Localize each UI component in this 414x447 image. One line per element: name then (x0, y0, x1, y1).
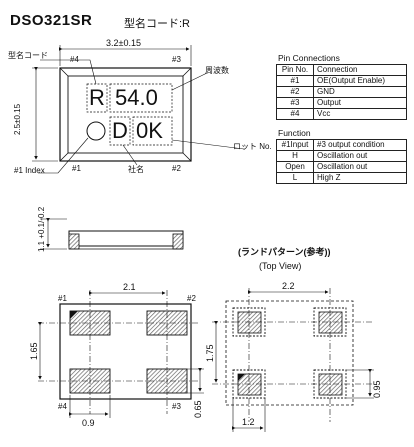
table-row: #3 Output (276, 97, 407, 109)
table-cell: Oscillation out (313, 161, 407, 173)
land-pitch-x: 2.2 (282, 281, 295, 291)
table-row: #2 GND (276, 86, 407, 98)
lot-label: ロット No. (233, 142, 272, 151)
table-cell: L (276, 172, 314, 184)
pin-table-caption: Pin Connections (278, 53, 340, 63)
bottom-pitch-x: 2.1 (123, 282, 136, 292)
bottom-view-dimensions (38, 290, 204, 418)
table-row: H Oscillation out (276, 150, 407, 162)
table-row: #1Input #3 output condition (276, 139, 407, 151)
table-cell: Open (276, 161, 314, 173)
table-cell: High Z (313, 172, 407, 184)
marking-frequency: 54.0 (115, 85, 158, 110)
table-cell: #1 (276, 75, 314, 87)
table-cell: #2 (276, 86, 314, 98)
pin-connection-table: Pin No. Connection #1 OE(Output Enable) … (276, 64, 407, 120)
lot-box (132, 116, 173, 146)
function-table-caption: Function (278, 128, 311, 138)
model-title: DSO321SR (10, 12, 93, 29)
table-row: #1 OE(Output Enable) (276, 75, 407, 87)
table-header: Connection (313, 64, 407, 76)
pin3-top-label: #3 (172, 55, 181, 64)
thickness-dimension: 1.1 +0.1/-0.2 (37, 206, 46, 252)
land-pattern-drawing (225, 300, 354, 406)
table-cell: #4 (276, 108, 314, 120)
land-pad-width: 1.2 (242, 417, 255, 427)
top-view-package (59, 67, 192, 162)
marking-model-code: R (89, 85, 105, 110)
bottom-pitch-y: 1.65 (29, 342, 39, 360)
bottom-pad-width: 0.9 (82, 418, 95, 428)
maker-box (109, 116, 131, 146)
land-pad-height: 0.95 (372, 380, 382, 398)
model-subtitle: 型名コード:R (124, 18, 190, 30)
pin4-top-label: #4 (70, 55, 79, 64)
function-table: #1Input #3 output condition H Oscillatio… (276, 139, 407, 184)
table-cell: Vcc (313, 108, 407, 120)
table-cell: #3 (276, 97, 314, 109)
index-dot-icon (86, 121, 106, 141)
table-cell: H (276, 150, 314, 162)
bottom-pin3-label: #3 (172, 402, 181, 411)
bottom-pad-height: 0.65 (193, 400, 203, 418)
bottom-view-package (59, 303, 192, 400)
marking-maker: D (112, 118, 128, 143)
table-header: #3 output condition (313, 139, 407, 151)
table-row: L High Z (276, 172, 407, 184)
table-header: #1Input (276, 139, 314, 151)
table-row: Open Oscillation out (276, 161, 407, 173)
table-cell: OE(Output Enable) (313, 75, 407, 87)
marking-lot: 0K (136, 118, 163, 143)
table-cell: Output (313, 97, 407, 109)
height-dimension: 2.5±0.15 (13, 103, 22, 135)
table-row: Pin No. Connection (276, 64, 407, 76)
land-pattern-title: (ランドパターン(参考)) (238, 247, 331, 257)
width-dimension: 3.2±0.15 (106, 38, 141, 48)
table-row: #4 Vcc (276, 108, 407, 120)
bottom-pin2-label: #2 (187, 294, 196, 303)
frequency-label: 周波数 (205, 66, 229, 75)
table-header: Pin No. (276, 64, 314, 76)
land-pattern-dimensions (212, 288, 374, 432)
land-pitch-y: 1.75 (205, 344, 215, 362)
pin2-top-label: #2 (172, 164, 181, 173)
bottom-pin1-label: #1 (58, 294, 67, 303)
index-label: #1 Index (14, 166, 45, 175)
table-cell: Oscillation out (313, 150, 407, 162)
frequency-box (109, 83, 173, 113)
model-code-label: 型名コード (8, 51, 48, 60)
land-pattern-view: (Top View) (259, 261, 302, 271)
maker-label: 社名 (128, 165, 144, 174)
bottom-pin4-label: #4 (58, 402, 67, 411)
side-view (40, 218, 184, 250)
table-cell: GND (313, 86, 407, 98)
pin1-top-label: #1 (72, 164, 81, 173)
model-code-box (86, 83, 108, 113)
top-view-dimensions (32, 45, 245, 174)
